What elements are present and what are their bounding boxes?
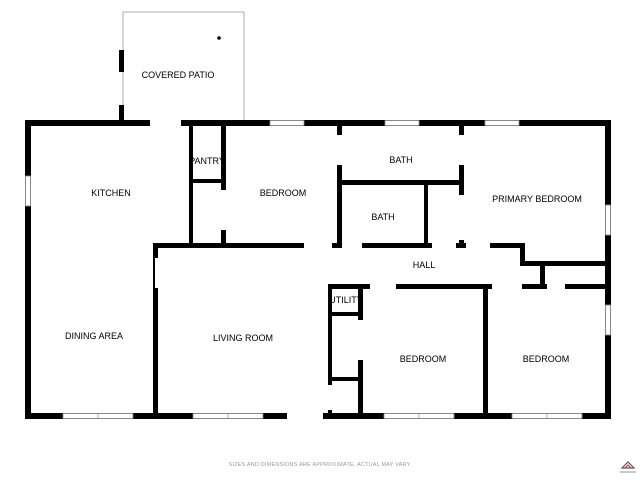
room-label-bedroom: BEDROOM (400, 354, 447, 364)
room-label-pantry: PANTRY (189, 156, 225, 166)
windows (25, 120, 611, 419)
room-label-kitchen: KITCHEN (91, 188, 131, 198)
room-label-utility: UTILITY (329, 295, 363, 305)
disclaimer-text: SIZES AND DIMENSIONS ARE APPROXIMATE, AC… (229, 462, 412, 468)
patio-wall-stub (119, 50, 124, 72)
room-label-bath: BATH (389, 155, 412, 165)
room-label-bedroom: BEDROOM (260, 188, 307, 198)
company-logo (620, 461, 636, 473)
room-label-primary-bedroom: PRIMARY BEDROOM (492, 194, 582, 204)
exterior-walls (25, 120, 611, 419)
patio-marker (217, 36, 221, 40)
room-label-bath: BATH (371, 212, 394, 222)
room-label-bedroom: BEDROOM (523, 354, 570, 364)
interior-walls (153, 120, 611, 419)
room-label-hall: HALL (413, 260, 436, 270)
room-label-living-room: LIVING ROOM (213, 333, 273, 343)
covered-patio-outline (122, 11, 245, 123)
patio-wall-stub (119, 105, 124, 123)
room-label-dining-area: DINING AREA (65, 331, 123, 341)
room-label-covered-patio: COVERED PATIO (142, 70, 215, 80)
doorways (150, 119, 565, 410)
